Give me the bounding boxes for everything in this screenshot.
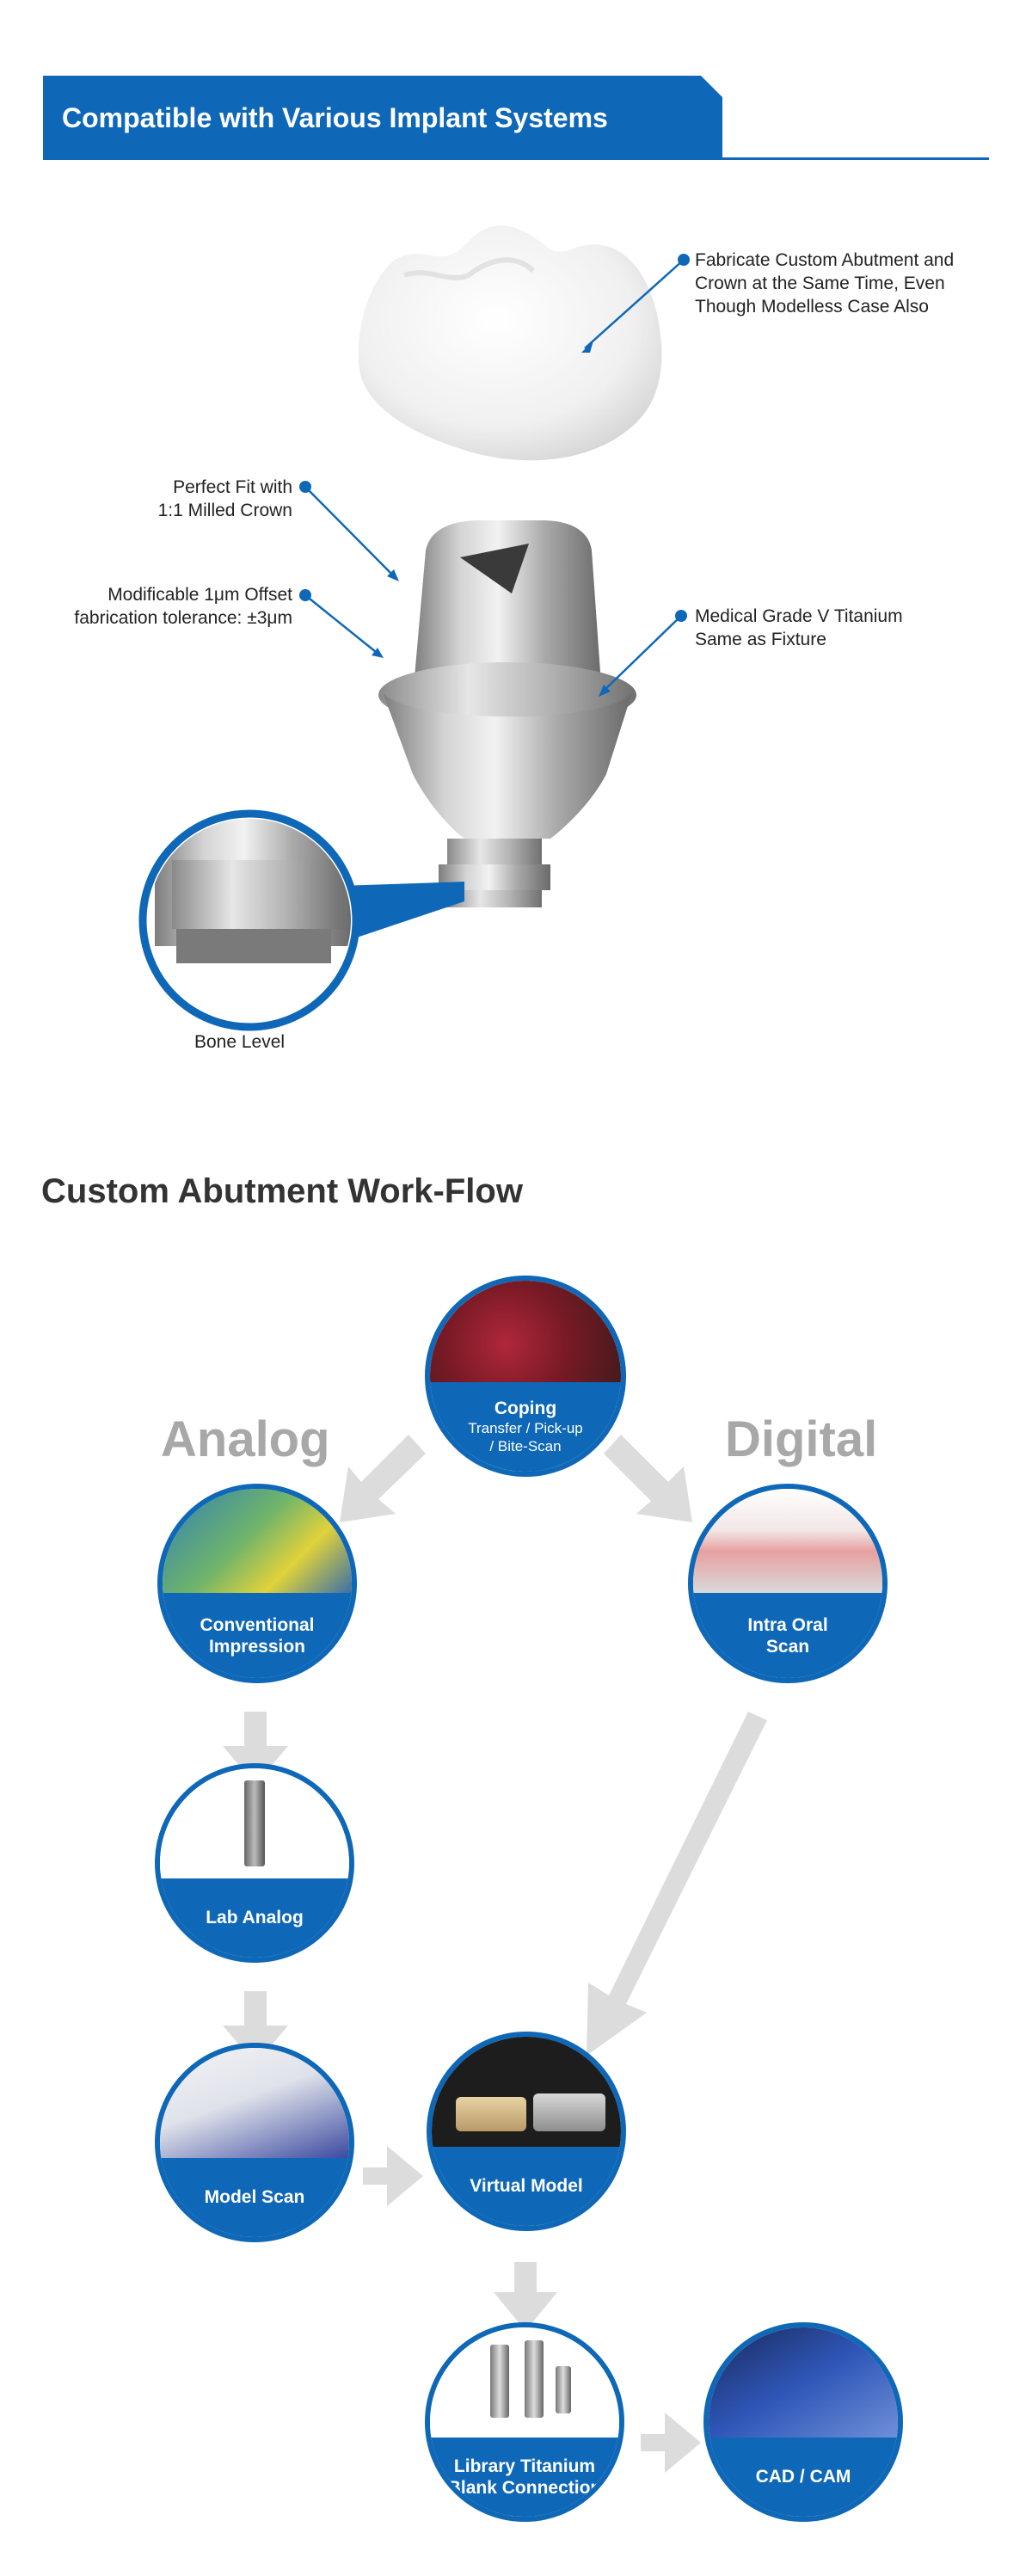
lab-analog-image (160, 1768, 349, 1872)
callout-offset: Modificable 1μm Offset fabrication toler… (17, 583, 292, 630)
intraoral-title: Intra Oral (747, 1614, 828, 1635)
coping-title: Coping (494, 1399, 557, 1419)
node-intra-oral-scan[interactable]: Intra Oral Scan (688, 1484, 888, 1683)
model-scan-image (160, 2048, 349, 2158)
callout-line: Though Modelless Case Also (695, 297, 929, 317)
node-virtual-model[interactable]: Virtual Model (427, 2032, 626, 2231)
callout-fit: Perfect Fit with 1:1 Milled Crown (86, 476, 292, 522)
model-scan-title: Model Scan (204, 2187, 305, 2208)
conventional-title: Impression (208, 1636, 306, 1657)
crown-image (358, 225, 662, 461)
conventional-impression-image (163, 1489, 352, 1593)
branch-digital: Digital (725, 1411, 878, 1467)
node-coping[interactable]: Coping Transfer / Pick-up / Bite-Scan (425, 1276, 626, 1477)
callout-line: 1:1 Milled Crown (157, 501, 292, 520)
bone-level-label: Bone Level (194, 1032, 286, 1052)
callout-dot-fit (299, 481, 311, 493)
branch-analog: Analog (161, 1411, 330, 1467)
callout-dot-offset (299, 589, 311, 601)
library-titanium-image (430, 2327, 619, 2438)
callout-line: Same as Fixture (695, 630, 826, 649)
callout-dot-crown (678, 254, 690, 266)
node-lab-analog[interactable]: Lab Analog (155, 1763, 354, 1963)
workflow-title: Custom Abutment Work-Flow (41, 1172, 523, 1210)
cad-cam-title: CAD / CAM (755, 2467, 851, 2487)
intraoral-title: Scan (765, 1636, 810, 1657)
callout-crown: Fabricate Custom Abutment and Crown at t… (695, 249, 954, 318)
coping-subtitle: Transfer / Pick-up (468, 1420, 583, 1437)
node-cad-cam[interactable]: CAD / CAM (703, 2322, 903, 2522)
callout-line: Crown at the Same Time, Even (695, 274, 945, 293)
node-conventional-impression[interactable]: Conventional Impression (157, 1484, 357, 1683)
coping-image (430, 1281, 621, 1386)
virtual-model-title: Virtual Model (470, 2176, 583, 2197)
callout-line: Modificable 1μm Offset (108, 585, 292, 605)
callout-line: Perfect Fit with (173, 477, 292, 497)
callout-line: fabrication tolerance: ±3μm (74, 608, 292, 628)
callout-titanium: Medical Grade V Titanium Same as Fixture (695, 605, 903, 651)
page-title: Compatible with Various Implant Systems (62, 102, 608, 133)
conventional-title: Conventional (200, 1614, 315, 1635)
callout-dot-titanium (675, 610, 687, 622)
virtual-model-image (432, 2037, 621, 2147)
abutment-image (378, 520, 636, 907)
abutment-illustration (138, 225, 685, 1031)
node-library-titanium[interactable]: Library Titanium Blank Connection (425, 2322, 624, 2522)
coping-subtitle: / Bite-Scan (489, 1438, 562, 1455)
zoom-pointer (340, 882, 464, 942)
header-underline (43, 157, 989, 160)
callout-line: Fabricate Custom Abutment and (695, 250, 955, 270)
node-model-scan[interactable]: Model Scan (155, 2043, 354, 2242)
cad-cam-image (709, 2327, 898, 2438)
library-title: Blank Connection (447, 2477, 602, 2498)
callout-line: Medical Grade V Titanium (695, 606, 903, 626)
lab-analog-title: Lab Analog (206, 1908, 304, 1928)
intra-oral-scan-image (693, 1489, 882, 1593)
library-title: Library Titanium (453, 2456, 596, 2476)
header-banner (43, 76, 722, 160)
